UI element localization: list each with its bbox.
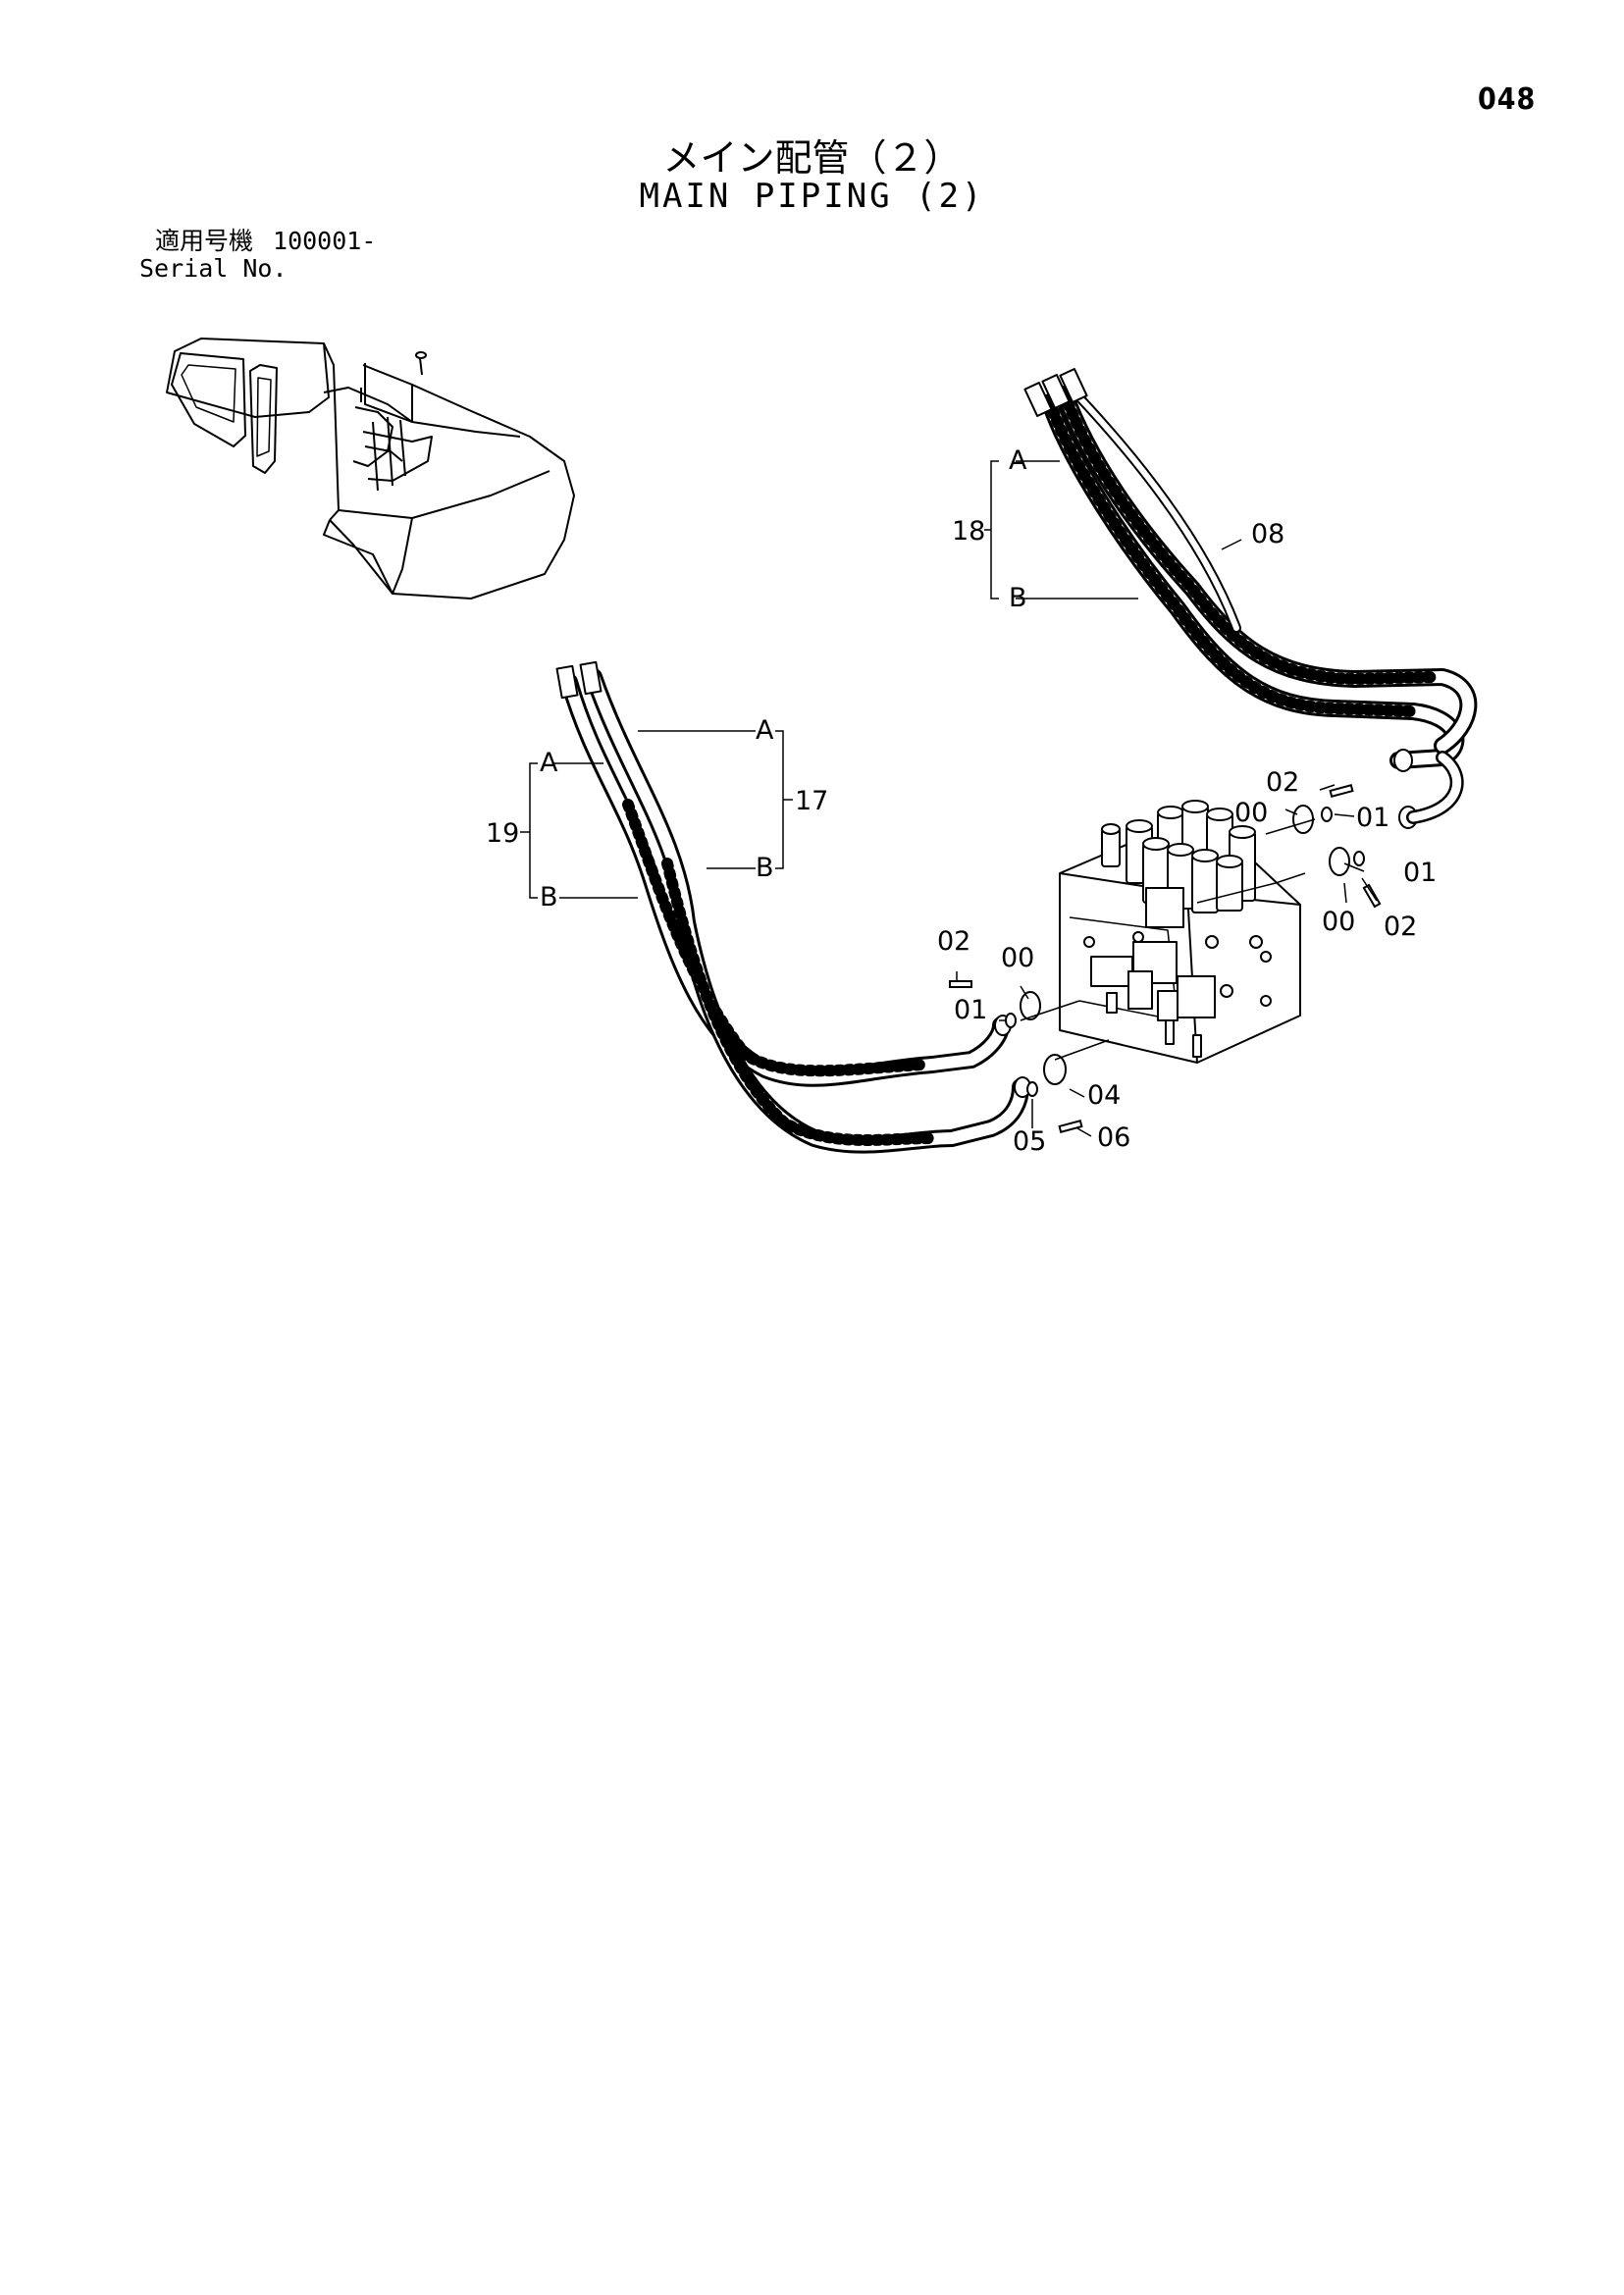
- label-02-lower: 02: [937, 926, 970, 957]
- label-02-upper: 02: [1266, 767, 1299, 798]
- label-01-upper-2: 01: [1403, 858, 1437, 888]
- flange-04: [1043, 1054, 1067, 1085]
- upper-hose-assembly: [1023, 368, 1478, 829]
- label-04: 04: [1087, 1080, 1121, 1111]
- control-valve-block: [1059, 800, 1301, 1064]
- label-01-lower: 01: [954, 995, 987, 1025]
- label-00-upper-1: 00: [1234, 798, 1268, 828]
- serial-label-en: Serial No.: [139, 254, 288, 283]
- label-17-a: A: [756, 715, 774, 746]
- o-ring-upper-2: [1353, 851, 1365, 866]
- label-19-b: B: [540, 882, 558, 913]
- page-title-english: MAIN PIPING (2): [639, 177, 985, 216]
- split-flange-upper-1: [1292, 805, 1314, 834]
- label-00-upper-2: 00: [1322, 907, 1355, 937]
- label-18-a: A: [1009, 445, 1027, 476]
- page-number: 048: [1478, 82, 1537, 117]
- label-08: 08: [1251, 519, 1284, 549]
- serial-block: 適用号機 100001- Serial No.: [139, 228, 376, 283]
- split-flange-lower-1: [1020, 991, 1041, 1020]
- label-18: 18: [952, 516, 985, 547]
- flange-hardware: [949, 784, 1382, 1133]
- bolt-upper-1: [1329, 784, 1354, 798]
- label-05: 05: [1013, 1126, 1046, 1157]
- callout-labels: A B 18 08 A B 17 A B 19 02 00 01 01 00 0…: [486, 445, 1437, 1157]
- lower-hose-assembly: [555, 660, 1031, 1154]
- machine-location-illustration: [166, 338, 575, 600]
- label-19: 19: [486, 818, 519, 849]
- label-00-lower: 00: [1001, 943, 1034, 973]
- o-ring-upper-1: [1321, 807, 1333, 822]
- label-19-a: A: [540, 748, 558, 778]
- label-18-b: B: [1009, 583, 1027, 613]
- label-02-upper-2: 02: [1384, 912, 1417, 942]
- o-ring-lower-1: [1005, 1013, 1017, 1028]
- page-title-japanese: メイン配管（２）: [662, 136, 962, 180]
- split-flange-upper-2: [1329, 847, 1350, 876]
- serial-value: 100001-: [273, 227, 377, 255]
- callout-leader-lines: [520, 460, 1378, 1137]
- label-01-upper-1: 01: [1356, 803, 1389, 833]
- valve-spool-caps: [1101, 800, 1256, 913]
- bolt-06: [1058, 1120, 1083, 1133]
- serial-row-jp: 適用号機 100001-: [139, 228, 376, 255]
- valve-front-fittings: [1090, 887, 1216, 1058]
- serial-label-jp: 適用号機: [155, 227, 254, 255]
- label-17-b: B: [756, 853, 774, 883]
- o-ring-05: [1026, 1081, 1038, 1097]
- bolt-upper-2: [1362, 883, 1382, 909]
- bolt-lower-1: [949, 980, 972, 988]
- label-06: 06: [1097, 1122, 1130, 1153]
- label-17: 17: [795, 786, 828, 816]
